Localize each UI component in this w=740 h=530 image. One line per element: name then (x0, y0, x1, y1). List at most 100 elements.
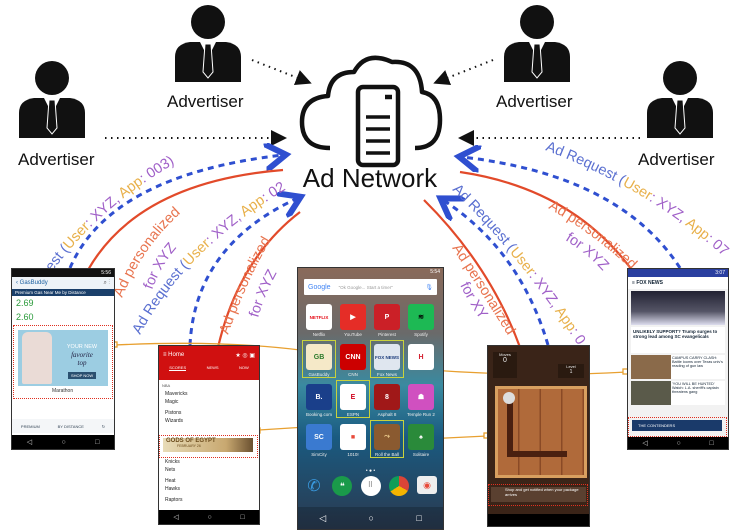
app-icon[interactable]: ▶ (340, 304, 366, 330)
recents-icon[interactable]: □ (416, 513, 422, 523)
ad-network-label: Ad Network (302, 163, 438, 193)
news-headline[interactable]: 'YOU WILL BE HUNTED' Watch: L.A. sheriff… (672, 382, 719, 394)
app-name: GasBuddy (308, 372, 330, 377)
app-name: Temple Run 2 (407, 412, 435, 417)
app-icon[interactable]: B. (306, 384, 332, 410)
nav-bar: ◁ ○ □ (298, 507, 443, 529)
app-icon[interactable]: SC (306, 424, 332, 450)
team: Magic (165, 398, 179, 405)
app-icon[interactable]: ≋ (408, 304, 434, 330)
app-link-line (114, 342, 301, 351)
ad-request-label: Ad Request (User: XYZ, App: 074) (0, 0, 732, 259)
team: Heat (165, 478, 176, 484)
banner: Premium Gas Near Me by Distance (12, 289, 114, 296)
ad-request-arrow (68, 155, 283, 269)
favorite-icon[interactable]: ★ ◎ ▣ (235, 353, 255, 359)
premium-button[interactable]: PREMIUM (20, 423, 40, 429)
news-headline[interactable]: UNLIKELY SUPPORT? Trump surges to strong… (631, 327, 725, 353)
camera-icon[interactable]: ◉ (417, 476, 437, 494)
shop-now-button[interactable]: SHOP NOW (68, 372, 97, 379)
status-bar: 5:56 (12, 269, 114, 277)
tab-now[interactable]: NOW (239, 365, 249, 370)
ad-image (22, 332, 52, 384)
app-icon[interactable]: 8 (374, 384, 400, 410)
back-icon[interactable]: ◁ (26, 439, 33, 446)
app-icon[interactable]: FOX NEWS (374, 344, 400, 370)
google-logo: Google (308, 283, 331, 291)
home-icon[interactable]: ○ (676, 439, 681, 447)
advertiser-icon (174, 4, 242, 83)
team: Nets (165, 466, 176, 473)
news-headline[interactable]: CAMPUS CARRY CLASH: Battle looms over Te… (672, 356, 723, 368)
app-name: Asphalt 8 (377, 412, 397, 417)
advertiser-label: Advertiser (638, 150, 715, 169)
app-icon[interactable]: GB (306, 344, 332, 370)
tab-scores[interactable]: SCORES (169, 365, 187, 371)
phone-icon[interactable]: ✆ (307, 478, 321, 495)
recents-icon[interactable]: □ (95, 438, 100, 446)
ad-request-arrow (188, 198, 298, 346)
app-icon[interactable]: CNN (340, 344, 366, 370)
home-icon[interactable]: ○ (368, 513, 374, 523)
search-icon[interactable]: ⌕ ⋮ (103, 280, 110, 286)
advertiser-arrow (251, 59, 312, 86)
cloud-server-icon (299, 55, 443, 168)
mic-icon[interactable]: 🎙 (425, 284, 433, 291)
home-icon[interactable]: ○ (207, 513, 212, 521)
moves-counter: Moves 0 (493, 352, 517, 378)
app-icon[interactable]: ♠ (408, 424, 434, 450)
price: 2.69 (16, 298, 34, 308)
back-icon[interactable]: ◁ (173, 514, 179, 521)
page-indicator: • ● • (365, 468, 376, 474)
tab-news[interactable]: NEWS (206, 365, 219, 370)
app-name: Booking.com (305, 412, 332, 417)
hangouts-icon[interactable]: ❝ (332, 476, 353, 496)
app-header: ‹ GasBuddy⌕ ⋮ (12, 277, 114, 289)
distance-button[interactable]: BY DISTANCE (57, 423, 84, 429)
ad-text: YOUR NEW (66, 344, 98, 350)
app-name: CNN (348, 372, 358, 377)
ad-highlight (159, 435, 258, 458)
app-icon[interactable]: ☗ (408, 384, 434, 410)
app-icon[interactable]: P (374, 304, 400, 330)
app-name: Roll the Ball (374, 452, 399, 457)
phone-game: Moves 0 Level 1 Shop and get notified wh… (487, 345, 590, 527)
level-label: Level (566, 364, 576, 369)
level-value: 1 (569, 369, 573, 375)
app-icon[interactable]: ■ (340, 424, 366, 450)
app-icon[interactable]: E (340, 384, 366, 410)
back-icon[interactable]: ◁ (319, 512, 327, 523)
app-drawer-icon[interactable]: ⠿ (360, 476, 381, 496)
level-indicator: Level 1 (558, 364, 584, 378)
league-label: NBA (162, 383, 171, 388)
nav-bar: ◁ ○ □ (159, 510, 259, 524)
status-bar: 5:54 (430, 269, 440, 275)
app-icon[interactable]: NETFLIX (306, 304, 332, 330)
banner-ad[interactable]: YOUR NEW favorite top SHOP NOW (18, 330, 108, 386)
refresh-icon[interactable]: ↻ (101, 423, 106, 429)
app-name: YouTube (344, 332, 362, 337)
app-name: ESPN (346, 412, 360, 417)
team: Mavericks (165, 391, 188, 397)
app-header: ≡ Home★ ◎ ▣ SCORES NEWS NOW (159, 346, 259, 380)
app-name: SimCity (311, 452, 327, 457)
back-icon[interactable]: ◁ (642, 440, 648, 447)
team: Wizards (165, 417, 184, 424)
banner-ad[interactable]: GODS OF EGYPT FEBRUARY 26 (163, 438, 253, 452)
app-header: ≡ FOX NEWS (628, 277, 728, 289)
chrome-icon[interactable] (388, 476, 409, 496)
app-name: Netflix (312, 332, 326, 337)
team: Hawks (165, 485, 181, 492)
app-icon[interactable]: H (408, 344, 434, 370)
recents-icon[interactable]: □ (240, 513, 245, 521)
banner-ad[interactable]: THE CONTENDERS (632, 420, 722, 431)
recents-icon[interactable]: □ (709, 439, 714, 447)
app-highlight (336, 380, 370, 418)
banner-ad[interactable]: Shop and get notified when your package … (491, 487, 586, 502)
home-icon[interactable]: ○ (61, 438, 66, 446)
puzzle-board[interactable] (495, 386, 587, 478)
app-icon[interactable]: ⤳ (374, 424, 400, 450)
phone-sports: ≡ Home★ ◎ ▣ SCORES NEWS NOW NBA Maverick… (158, 345, 260, 525)
google-search-bar[interactable]: Google "Ok Google... Start a timer" 🎙 (304, 279, 437, 295)
